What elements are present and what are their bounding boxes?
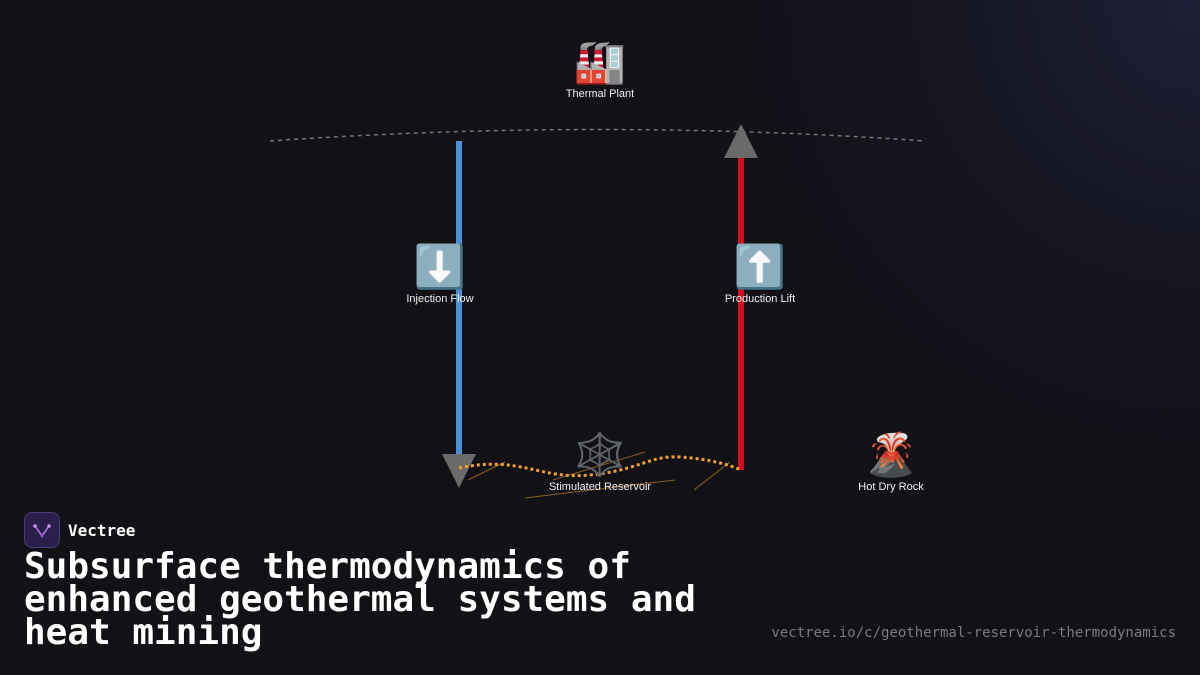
thermal-plant-label: Thermal Plant — [565, 88, 635, 100]
fracture-flow-path — [458, 455, 742, 478]
factory-icon: 🏭 — [573, 38, 627, 85]
stimulated-reservoir-label: Stimulated Reservoir — [548, 481, 652, 493]
stimulated-reservoir-node: 🕸️ Stimulated Reservoir — [549, 431, 651, 493]
down-arrow-icon: ⬇️ — [413, 243, 467, 290]
brand: Vectree — [24, 512, 135, 548]
injection-flow-node: ⬇️ Injection Flow — [406, 243, 473, 305]
spider-web-icon: 🕸️ — [573, 431, 627, 478]
source-url[interactable]: vectree.io/c/geothermal-reservoir-thermo… — [771, 625, 1176, 641]
page-title: Subsurface thermodynamics of enhanced ge… — [24, 546, 696, 653]
thermal-plant-node: 🏭 Thermal Plant — [566, 38, 634, 100]
hot-dry-rock-label: Hot Dry Rock — [858, 481, 924, 493]
surface-line — [269, 128, 926, 142]
hot-dry-rock-node: 🌋 Hot Dry Rock — [858, 431, 923, 493]
production-lift-node: ⬆️ Production Lift — [725, 243, 795, 305]
background-glow — [700, 0, 1200, 500]
production-lift-label: Production Lift — [724, 293, 796, 305]
vectree-logo-icon — [24, 512, 60, 548]
production-arrowhead — [724, 124, 758, 158]
brand-name: Vectree — [68, 520, 136, 540]
injection-arrowhead — [442, 454, 476, 488]
volcano-icon: 🌋 — [864, 431, 918, 478]
injection-flow-label: Injection Flow — [406, 293, 474, 305]
up-arrow-icon: ⬆️ — [733, 243, 787, 290]
